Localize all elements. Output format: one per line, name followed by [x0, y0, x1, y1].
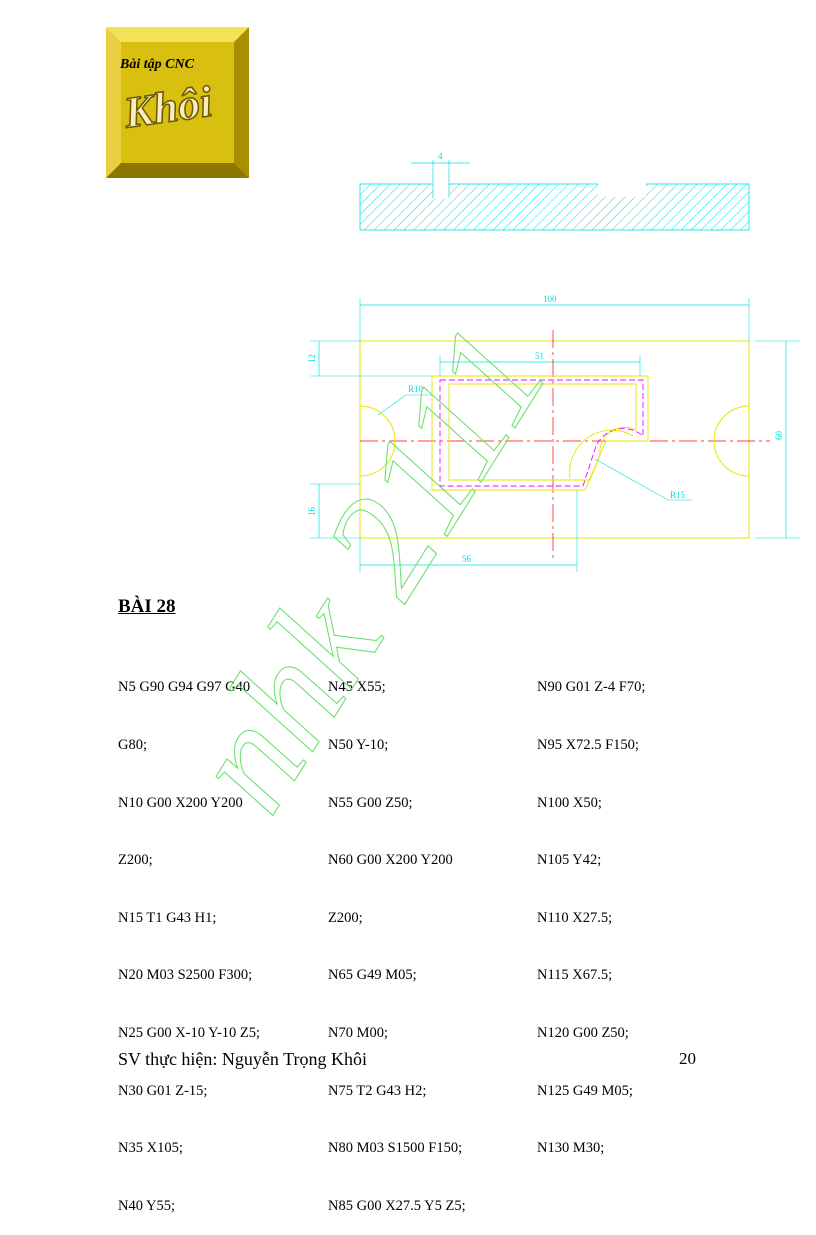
gcode-line: N90 G01 Z-4 F70;	[537, 679, 646, 696]
logo-caption: Bài tập CNC	[119, 57, 195, 72]
gcode-line: N45 X55;	[328, 679, 386, 696]
gcode-line: N110 X27.5;	[537, 909, 613, 926]
gcode-line: N5 G90 G94 G97 G40	[118, 679, 251, 696]
gcode-column-2: N45 X55; N50 Y-10; N55 G00 Z50; N60 G00 …	[328, 640, 466, 1235]
gcode-column-3: N90 G01 Z-4 F70; N95 X72.5 F150; N100 X5…	[537, 640, 645, 1178]
gcode-line: N40 Y55;	[118, 1197, 176, 1214]
gcode-line: N115 X67.5;	[537, 967, 613, 984]
gcode-line: N75 T2 G43 H2;	[328, 1082, 427, 1099]
exercise-heading: BÀI 28	[118, 596, 176, 617]
dim-pocket-length: 51	[535, 351, 544, 361]
gcode-line: N25 G00 X-10 Y-10 Z5;	[118, 1025, 261, 1042]
gcode-line: N55 G00 Z50;	[328, 794, 413, 811]
gcode-line: N70 M00;	[328, 1025, 389, 1042]
gcode-column-1: N5 G90 G94 G97 G40 G80; N10 G00 X200 Y20…	[118, 640, 260, 1235]
logo-signature: Khôi	[120, 77, 216, 138]
gcode-line: N35 X105;	[118, 1140, 183, 1157]
gcode-line: Z200;	[118, 852, 153, 869]
dim-bottom-length: 56	[462, 554, 472, 564]
section-view: 4	[359, 151, 750, 231]
dim-groove-width: 4	[438, 151, 443, 161]
gcode-line: N120 G00 Z50;	[537, 1025, 629, 1042]
gcode-line: N60 G00 X200 Y200	[328, 852, 453, 869]
gcode-line: G80;	[118, 737, 147, 754]
dim-overall-height: 60	[774, 431, 784, 441]
gcode-line: N10 G00 X200 Y200	[118, 794, 243, 811]
dim-corner-radius: R10	[408, 384, 424, 394]
cnc-exercise-logo: Bài tập CNC Khôi	[106, 27, 249, 178]
gcode-line: N130 M30;	[537, 1140, 605, 1157]
gcode-line: N20 M03 S2500 F300;	[118, 967, 253, 984]
dim-overall-length: 100	[543, 294, 557, 304]
gcode-line: N85 G00 X27.5 Y5 Z5;	[328, 1197, 466, 1214]
gcode-line: N80 M03 S1500 F150;	[328, 1140, 463, 1157]
gcode-line: Z200;	[328, 909, 363, 926]
dim-arc-radius: R15	[670, 490, 686, 500]
technical-drawing: 4 100 60 12 51 16 56	[307, 151, 800, 572]
gcode-line: N100 X50;	[537, 794, 602, 811]
plan-view: 100 60 12 51 16 56 R10 R15	[307, 294, 800, 572]
footer-author: SV thực hiện: Nguyễn Trọng Khôi	[118, 1049, 367, 1069]
gcode-line: N105 Y42;	[537, 852, 602, 869]
gcode-line: N125 G49 M05;	[537, 1082, 633, 1099]
gcode-line: N65 G49 M05;	[328, 967, 417, 984]
page-number: 20	[679, 1049, 696, 1068]
gcode-line: N50 Y-10;	[328, 737, 389, 754]
dim-top-offset: 12	[307, 354, 317, 363]
gcode-line: N15 T1 G43 H1;	[118, 909, 217, 926]
gcode-line: N95 X72.5 F150;	[537, 737, 639, 754]
dim-bottom-offset: 16	[307, 507, 317, 517]
gcode-line: N30 G01 Z-15;	[118, 1082, 208, 1099]
